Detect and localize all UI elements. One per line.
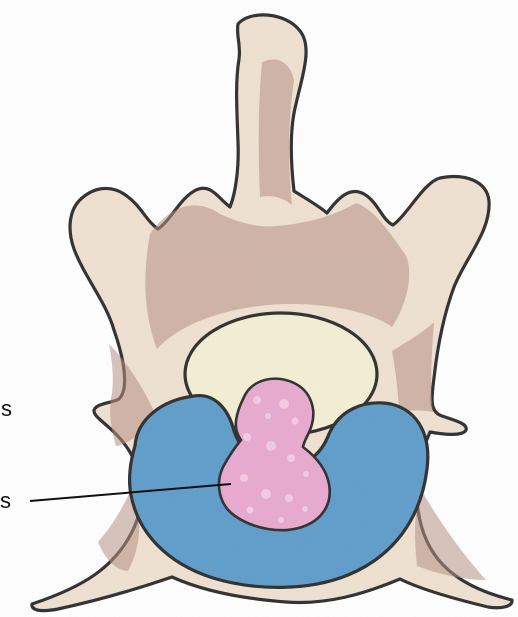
label-lower: s — [0, 488, 11, 513]
label-upper: s — [1, 396, 12, 421]
